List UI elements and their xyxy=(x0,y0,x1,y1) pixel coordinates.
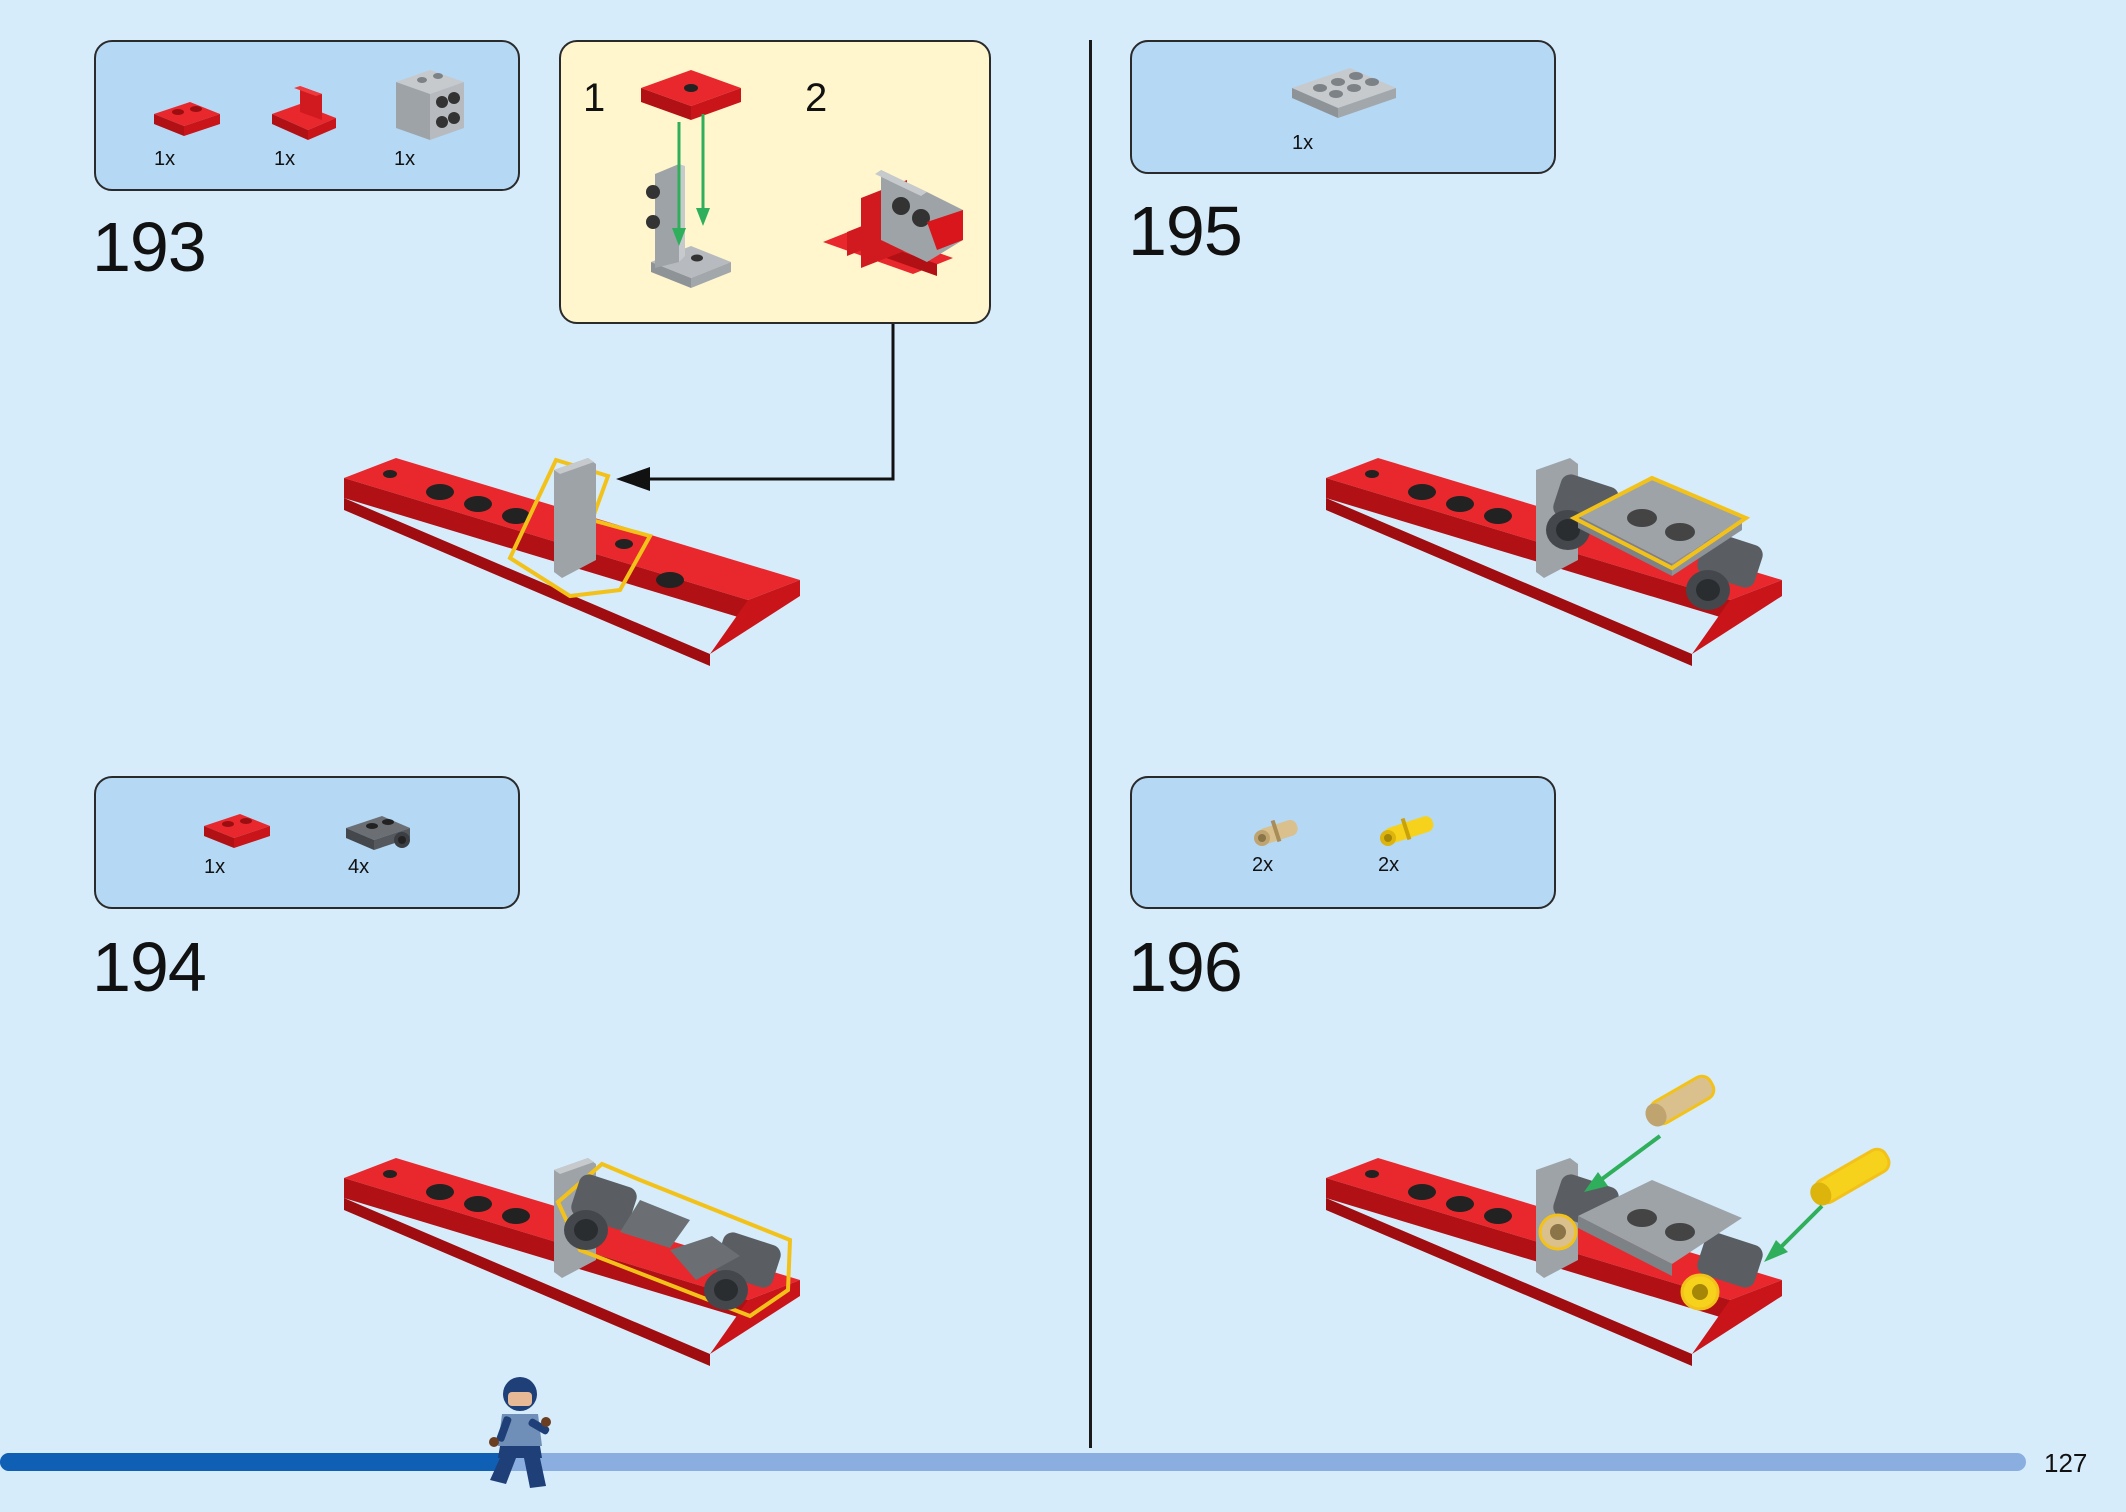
part-qty: 1x xyxy=(394,148,416,170)
part-qty: 4x xyxy=(348,856,370,878)
sub-assembly-1-illustration xyxy=(641,70,741,288)
progress-bar xyxy=(0,1453,2026,1471)
part-qty: 1x xyxy=(154,148,176,170)
part-qty: 2x xyxy=(1252,854,1274,876)
sub-step-number: 2 xyxy=(805,76,828,120)
parts-list-step-194: 1x 4x xyxy=(94,776,520,909)
step-196-model-illustration xyxy=(1326,1074,1891,1366)
sub-assembly-callout: 1 2 xyxy=(559,40,991,324)
gray-plate-2x3-icon xyxy=(1292,68,1396,118)
tan-pin-icon xyxy=(1254,819,1298,846)
sub-assembly-2-illustration xyxy=(823,170,963,276)
step-number: 195 xyxy=(1128,192,1243,270)
parts-list-step-195: 1x xyxy=(1130,40,1556,174)
step-194-model-illustration xyxy=(344,1158,800,1366)
step-195-model-illustration xyxy=(1326,458,1782,666)
page-number: 127 xyxy=(2044,1448,2088,1478)
part-qty: 1x xyxy=(274,148,296,170)
red-plate-1x2-icon xyxy=(154,102,220,136)
step-193-model-illustration xyxy=(344,457,800,666)
step-number: 196 xyxy=(1128,928,1243,1006)
parts-list-step-193: 1x 1x 1x xyxy=(94,40,520,191)
column-divider xyxy=(1089,40,1092,1448)
minifigure-icon xyxy=(489,1377,551,1488)
gray-bracket-icon xyxy=(396,70,464,140)
dark-gray-pin-holder-icon xyxy=(346,816,410,850)
part-qty: 1x xyxy=(204,856,226,878)
red-plate-1x2-icon xyxy=(204,814,270,848)
step-number: 194 xyxy=(92,928,207,1006)
parts-list-step-196: 2x 2x xyxy=(1130,776,1556,909)
step-number: 193 xyxy=(92,208,207,286)
part-qty: 2x xyxy=(1378,854,1400,876)
red-slope-wall-icon xyxy=(272,86,336,140)
progress-bar-fill xyxy=(0,1453,507,1471)
yellow-pin-icon xyxy=(1380,816,1434,846)
sub-step-number: 1 xyxy=(583,76,606,120)
part-qty: 1x xyxy=(1292,132,1314,154)
